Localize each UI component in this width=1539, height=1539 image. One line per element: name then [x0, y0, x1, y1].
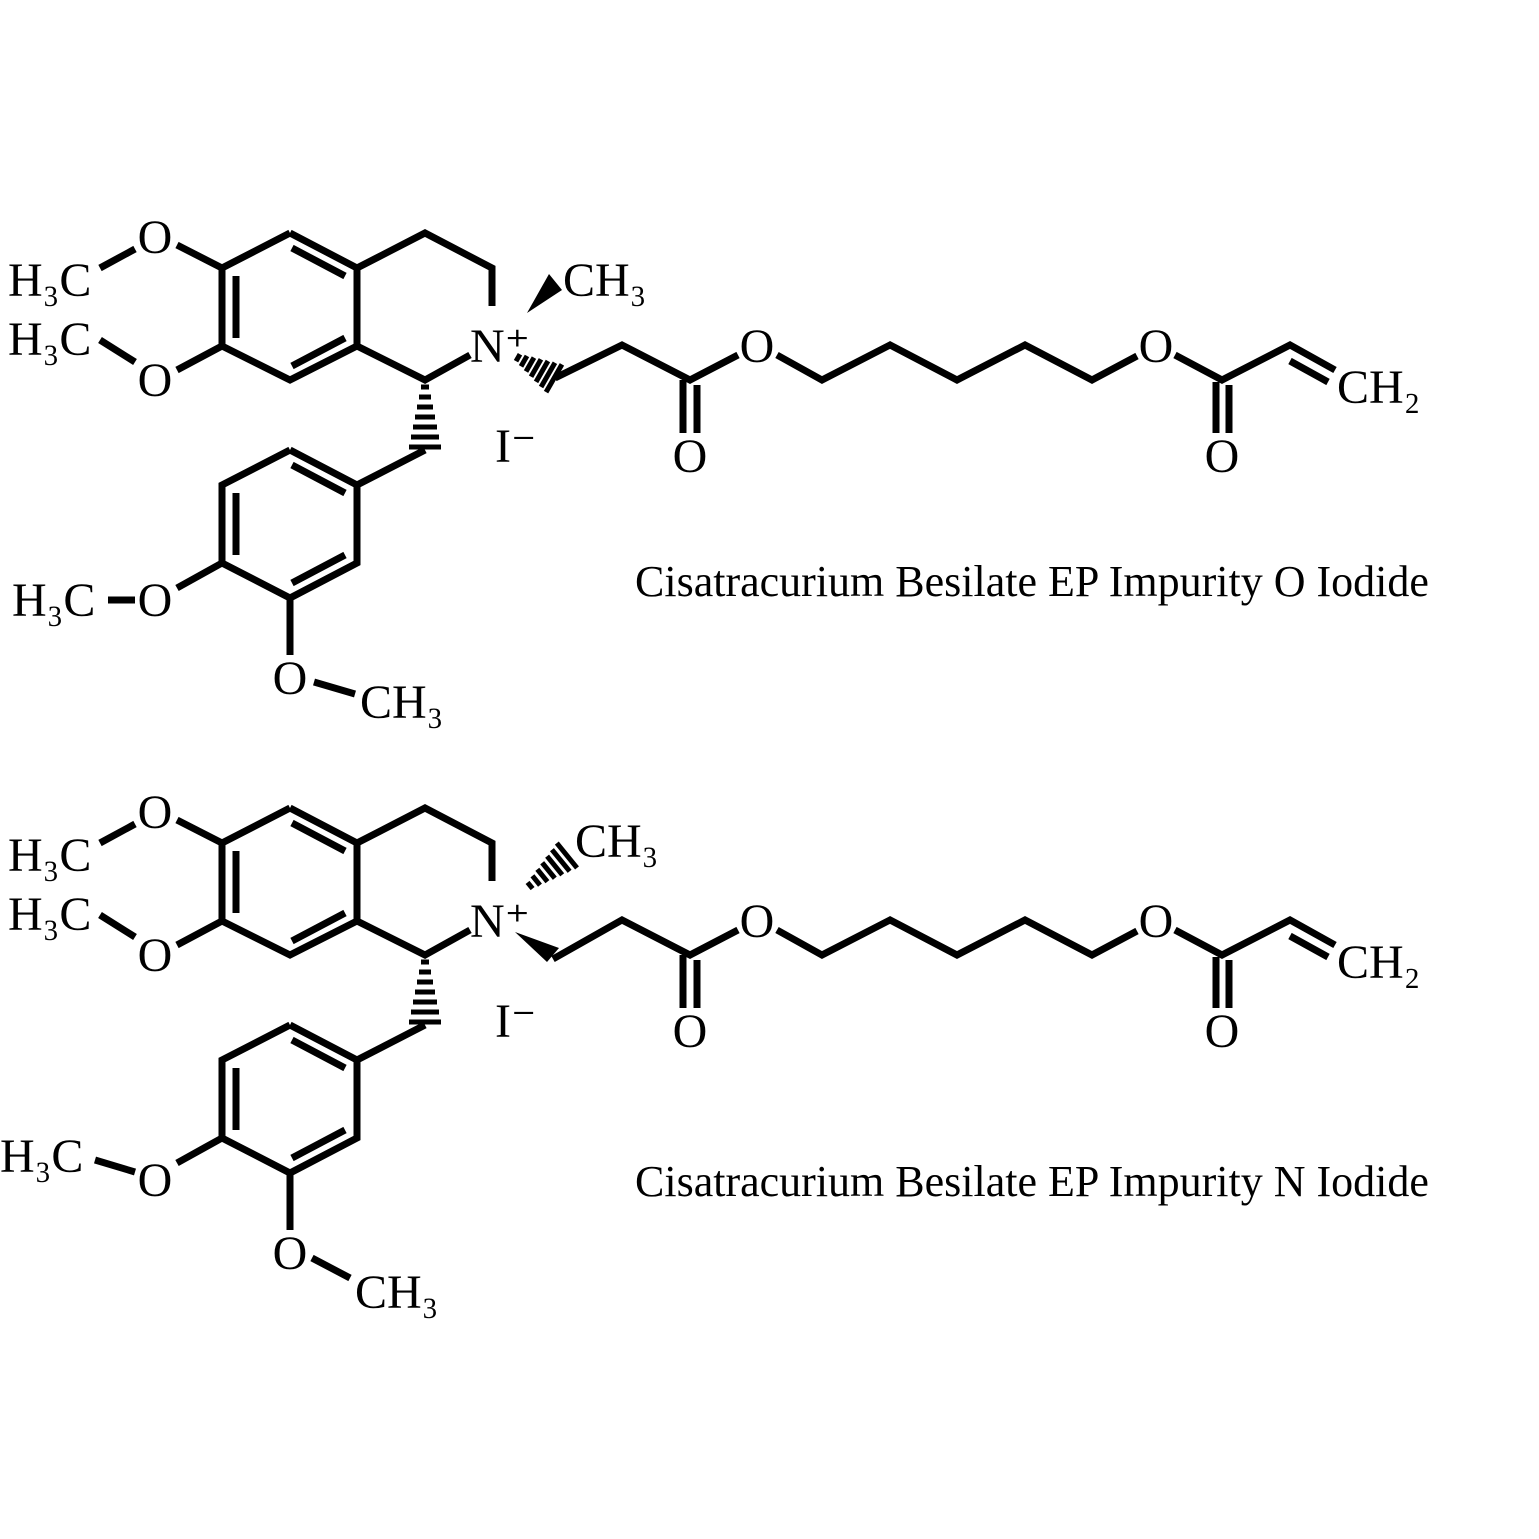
hash-segment	[528, 358, 544, 378]
oxygen-label: O	[138, 786, 173, 839]
oxygen-label: O	[1139, 320, 1174, 373]
hash-segment	[523, 356, 537, 373]
hash-segment	[525, 880, 535, 891]
oxygen-label: O	[740, 895, 775, 948]
nitrogen-label: N⁺	[470, 895, 530, 948]
molecule-impurity-o: O H₃C O H₃C O H₃C O CH₃ N⁺ CH₃ I⁻ O O O …	[8, 211, 1429, 729]
wedge-bond	[527, 274, 562, 313]
compound-caption: Cisatracurium Besilate EP Impurity O Iod…	[635, 557, 1429, 606]
oxygen-label: O	[138, 1154, 173, 1207]
oxygen-label: O	[1205, 1005, 1240, 1058]
hashed-bond	[409, 384, 441, 450]
hash-segment	[513, 353, 523, 363]
hash-segment	[535, 867, 550, 884]
hash-segment	[533, 359, 551, 384]
hashed-bond	[525, 841, 579, 891]
methyl-label: CH₃	[355, 1266, 438, 1319]
oxygen-label: O	[138, 929, 173, 982]
iodide-label: I⁻	[495, 420, 536, 473]
methyl-label: H₃C	[12, 574, 95, 627]
hashed-bond	[409, 959, 441, 1025]
hash-segment	[540, 861, 557, 880]
methyl-label: CH₃	[575, 815, 658, 868]
oxygen-label: O	[1139, 895, 1174, 948]
nitrogen-label: N⁺	[470, 320, 530, 373]
oxygen-label: O	[273, 1227, 308, 1280]
oxygen-label: O	[138, 354, 173, 407]
oxygen-label: O	[138, 574, 173, 627]
hash-segment	[550, 848, 572, 873]
oxygen-label: O	[673, 430, 708, 483]
oxygen-label: O	[138, 211, 173, 264]
iodide-label: I⁻	[495, 995, 536, 1048]
hash-segment	[543, 363, 565, 394]
oxygen-label: O	[740, 320, 775, 373]
hash-segment	[554, 841, 579, 870]
methyl-label: CH₃	[563, 254, 646, 307]
methyl-label: H₃C	[8, 313, 91, 366]
atom-labels: O H₃C O H₃C O H₃C O CH₃ N⁺ CH₃ I⁻ O O O …	[8, 211, 1420, 729]
methyl-label: H₃C	[8, 829, 91, 882]
hash-segment	[530, 874, 542, 887]
molecule-impurity-n: O H₃C O H₃C O H₃C O CH₃ N⁺ CH₃ I⁻ O O O …	[0, 786, 1429, 1319]
atom-labels: O H₃C O H₃C O H₃C O CH₃ N⁺ CH₃ I⁻ O O O …	[0, 786, 1420, 1319]
hash-segment	[518, 354, 530, 368]
methyl-label: H₃C	[0, 1130, 83, 1183]
bonds	[93, 804, 1337, 1282]
wedge-bond	[515, 932, 559, 962]
compound-caption: Cisatracurium Besilate EP Impurity N Iod…	[635, 1157, 1429, 1206]
oxygen-label: O	[673, 1005, 708, 1058]
oxygen-label: O	[1205, 430, 1240, 483]
methyl-label: H₃C	[8, 254, 91, 307]
methyl-label: CH₃	[360, 676, 443, 729]
hash-segment	[538, 361, 558, 389]
methylene-label: CH₂	[1337, 936, 1420, 989]
methyl-label: H₃C	[8, 888, 91, 941]
methylene-label: CH₂	[1337, 361, 1420, 414]
oxygen-label: O	[273, 652, 308, 705]
hashed-bond	[513, 353, 565, 394]
bonds	[98, 229, 1337, 698]
hash-segment	[545, 854, 565, 877]
